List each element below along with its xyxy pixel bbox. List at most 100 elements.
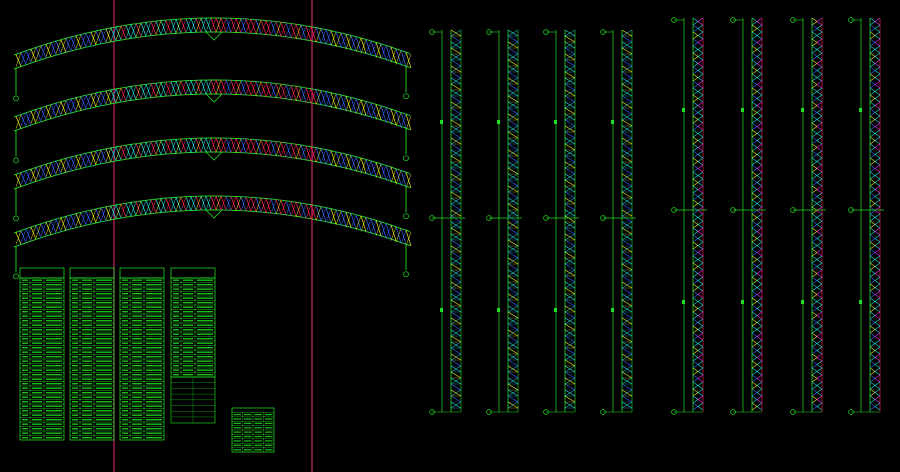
table-cell-text bbox=[122, 437, 128, 439]
table-cell-text bbox=[122, 419, 128, 421]
web-member bbox=[621, 365, 633, 373]
table-cell-text bbox=[82, 320, 92, 322]
web-member bbox=[230, 196, 237, 211]
web-member bbox=[697, 122, 704, 127]
table-cell-text bbox=[122, 293, 128, 295]
web-member bbox=[450, 257, 462, 265]
web-member bbox=[320, 207, 327, 222]
web-member bbox=[621, 323, 633, 331]
web-member bbox=[405, 52, 412, 69]
web-member bbox=[507, 185, 519, 193]
table-cell-text bbox=[146, 392, 162, 394]
web-member bbox=[692, 31, 699, 36]
web-member bbox=[874, 105, 881, 110]
web-member bbox=[751, 402, 758, 407]
web-member bbox=[564, 317, 576, 325]
table-cell-text bbox=[132, 351, 142, 353]
table-cell-text bbox=[22, 369, 28, 371]
web-member bbox=[95, 149, 102, 164]
web-member bbox=[70, 35, 77, 50]
web-member bbox=[756, 77, 763, 82]
web-member bbox=[869, 73, 876, 78]
web-member bbox=[811, 133, 818, 138]
table-cell-text bbox=[122, 279, 128, 281]
web-member bbox=[692, 381, 699, 386]
web-member bbox=[120, 25, 127, 40]
table-cell-text bbox=[197, 360, 213, 362]
web-member bbox=[811, 378, 818, 383]
web-member bbox=[692, 367, 699, 372]
web-member bbox=[507, 143, 519, 151]
web-member bbox=[180, 18, 187, 33]
web-member bbox=[692, 227, 699, 232]
web-member bbox=[295, 24, 302, 40]
web-member bbox=[215, 137, 222, 153]
table-cell-text bbox=[32, 419, 42, 421]
bottom-chord bbox=[13, 151, 411, 190]
web-member bbox=[20, 230, 27, 243]
web-member bbox=[756, 35, 763, 40]
table-cell-text bbox=[122, 428, 128, 430]
web-member bbox=[692, 21, 699, 26]
web-member bbox=[564, 107, 576, 115]
web-member bbox=[811, 129, 818, 134]
web-member bbox=[874, 66, 881, 71]
web-member bbox=[692, 385, 699, 390]
web-member bbox=[869, 105, 876, 110]
web-member bbox=[621, 131, 633, 139]
web-member bbox=[874, 24, 881, 29]
web-member bbox=[869, 59, 876, 64]
web-member bbox=[50, 162, 57, 176]
web-member bbox=[450, 335, 462, 343]
table-cell-text bbox=[146, 302, 162, 304]
web-member bbox=[564, 95, 576, 103]
web-member bbox=[380, 107, 387, 122]
web-member bbox=[507, 317, 519, 325]
web-member bbox=[751, 129, 758, 134]
web-member bbox=[95, 207, 102, 222]
table-cell-text bbox=[96, 279, 112, 281]
web-member bbox=[450, 305, 462, 313]
web-member bbox=[450, 341, 462, 349]
web-member bbox=[869, 196, 876, 201]
web-member bbox=[697, 154, 704, 159]
web-member bbox=[756, 133, 763, 138]
web-member bbox=[816, 108, 823, 113]
web-member bbox=[811, 255, 818, 260]
legend-cell-text bbox=[254, 422, 262, 424]
table-cell-text bbox=[22, 333, 28, 335]
table-cell-text bbox=[197, 320, 213, 322]
web-member bbox=[210, 195, 217, 211]
table-cell-text bbox=[146, 378, 162, 380]
web-member bbox=[450, 215, 462, 223]
table-cell-text bbox=[132, 338, 142, 340]
web-member bbox=[751, 227, 758, 232]
web-member bbox=[756, 364, 763, 369]
web-member bbox=[325, 30, 332, 45]
web-member bbox=[874, 402, 881, 407]
web-member bbox=[751, 350, 758, 355]
web-member bbox=[869, 374, 876, 379]
web-member bbox=[697, 178, 704, 183]
web-member bbox=[692, 315, 699, 320]
web-member bbox=[697, 112, 704, 117]
web-member bbox=[564, 41, 576, 49]
table-cell-text bbox=[82, 392, 92, 394]
table-cell-text bbox=[96, 383, 112, 385]
web-member bbox=[756, 84, 763, 89]
web-member bbox=[697, 56, 704, 61]
web-member bbox=[60, 158, 67, 173]
web-member bbox=[45, 222, 52, 235]
web-member bbox=[811, 31, 818, 36]
table-cell-text bbox=[32, 378, 42, 380]
web-member bbox=[811, 262, 818, 267]
web-member bbox=[621, 161, 633, 169]
web-member bbox=[697, 147, 704, 152]
web-member bbox=[564, 155, 576, 163]
web-member bbox=[756, 164, 763, 169]
web-member bbox=[621, 77, 633, 85]
web-member bbox=[40, 107, 47, 121]
web-member bbox=[692, 133, 699, 138]
web-member bbox=[811, 28, 818, 33]
web-member bbox=[811, 395, 818, 400]
